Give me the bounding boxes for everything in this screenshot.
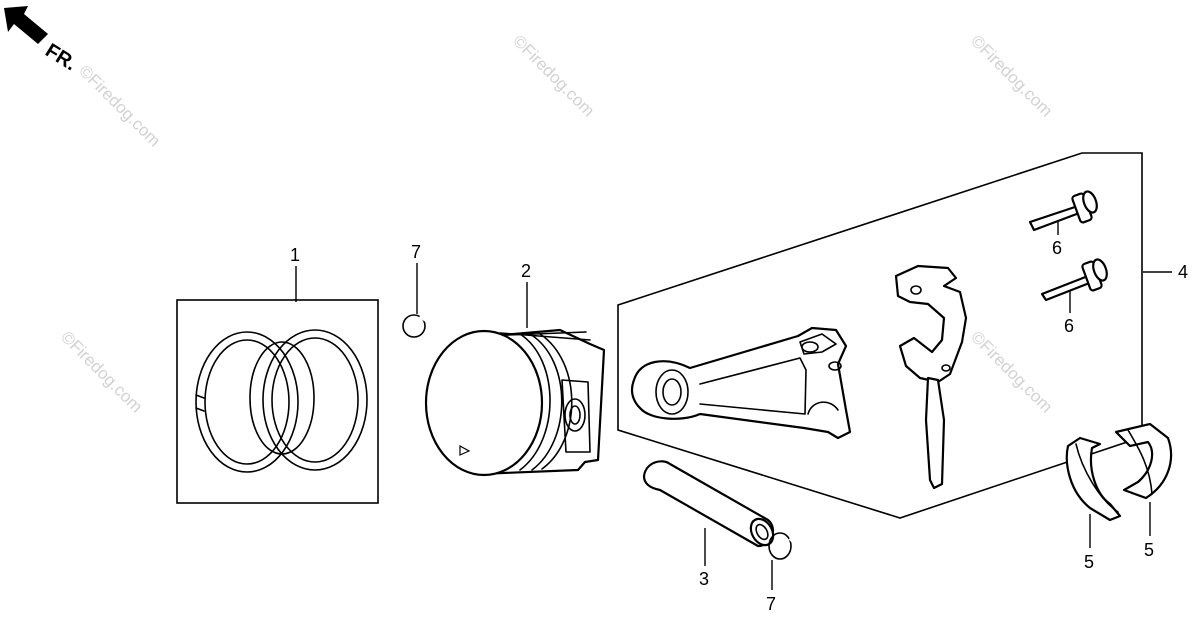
callout-rod-bearing-a: 5 xyxy=(1084,552,1094,572)
connecting-rod xyxy=(630,326,852,440)
callout-bolt-upper: 6 xyxy=(1052,238,1062,258)
callouts: 1 7 2 3 7 4 6 6 5 5 xyxy=(290,238,1188,614)
front-direction-arrow: FR. xyxy=(4,6,80,75)
watermark-2: ©Firedog.com xyxy=(509,31,598,120)
arrow-mark-icon xyxy=(459,444,471,456)
ring-set-box xyxy=(176,299,379,504)
connecting-rod-bolt-lower xyxy=(1040,258,1108,302)
piston xyxy=(424,328,606,477)
watermark-3: ©Firedog.com xyxy=(967,31,1056,120)
piston-ring-set xyxy=(176,299,379,504)
callout-bolt-lower: 6 xyxy=(1064,316,1074,336)
rod-bearing-a xyxy=(1065,436,1122,522)
rod-bearing-b xyxy=(1114,422,1173,500)
piston-pin xyxy=(642,460,775,548)
callout-piston-pin: 3 xyxy=(699,569,709,589)
callout-pin-clip-top: 7 xyxy=(411,242,421,262)
piston-pin-clip-bottom xyxy=(768,532,796,560)
callout-pin-clip-bottom: 7 xyxy=(766,594,776,614)
callout-piston: 2 xyxy=(521,261,531,281)
connecting-rod-cap xyxy=(894,264,968,490)
watermark-5: ©Firedog.com xyxy=(57,327,146,416)
callout-piston-ring-set: 1 xyxy=(290,245,300,265)
watermark-1: ©Firedog.com xyxy=(75,61,164,150)
front-direction-label: FR. xyxy=(41,40,80,76)
leader-lines xyxy=(295,220,1172,590)
watermark-4: ©Firedog.com xyxy=(967,327,1056,416)
arrow-icon xyxy=(4,6,48,44)
connecting-rod-bolt-upper xyxy=(1028,190,1098,232)
callout-rod-bearing-b: 5 xyxy=(1144,540,1154,560)
piston-pin-clip-top xyxy=(402,314,428,338)
callout-connecting-rod-set: 4 xyxy=(1178,262,1188,282)
